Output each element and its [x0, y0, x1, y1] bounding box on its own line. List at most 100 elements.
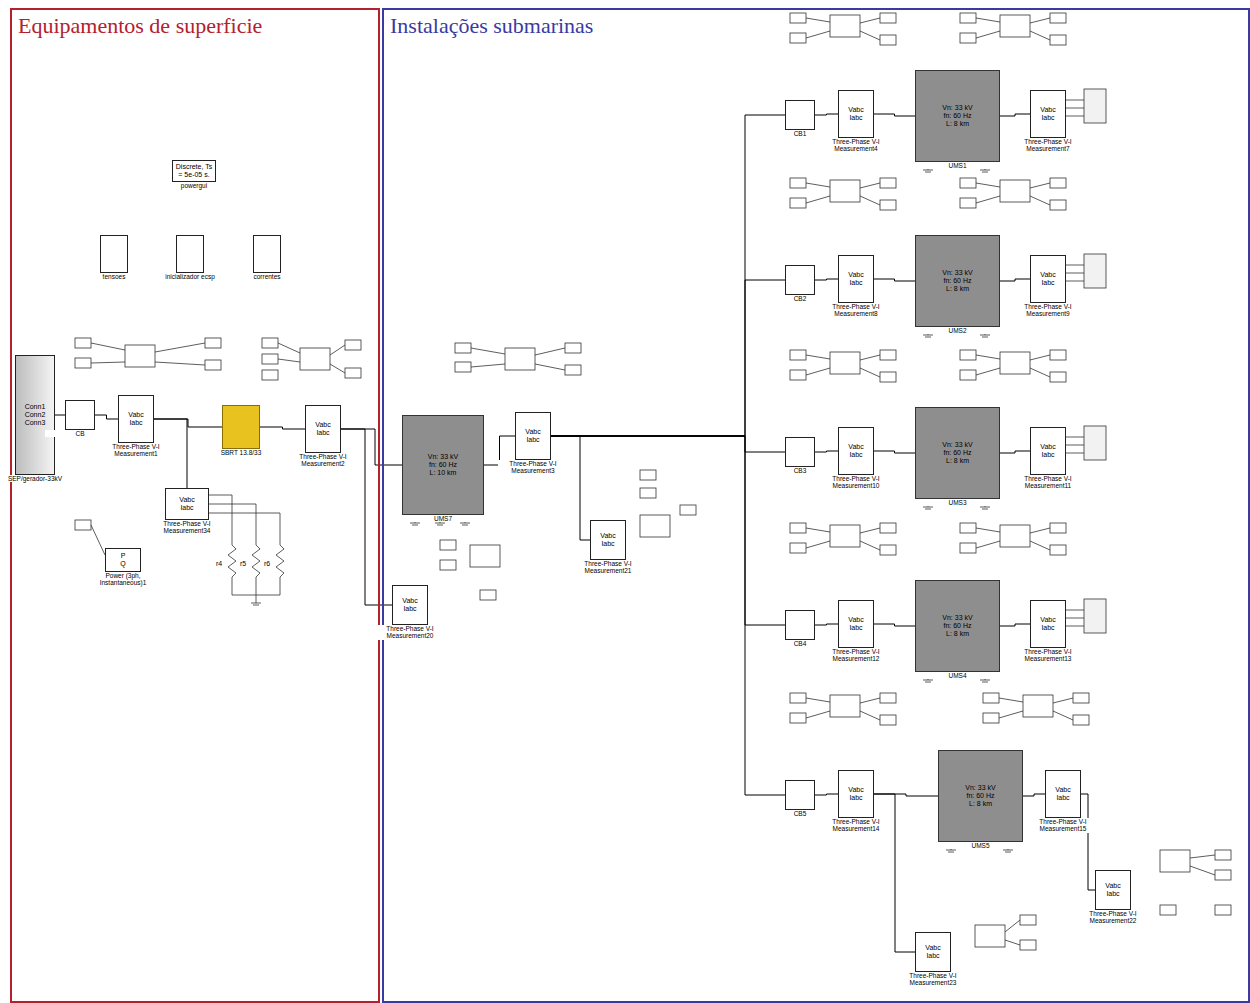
goto-tag: [1160, 905, 1176, 915]
simulink-block: CB2: [785, 265, 815, 295]
block-name: Three-Phase V-I Measurement14: [821, 818, 891, 833]
ground-symbol: [948, 852, 954, 853]
goto-tag: [1020, 940, 1036, 950]
block-name: Three-Phase V-I Measurement3: [498, 460, 568, 475]
ground-symbol: [412, 525, 418, 526]
goto-tag: [790, 543, 806, 553]
port-label: Iabc: [918, 952, 948, 960]
goto-tag: [983, 693, 999, 703]
port-label: Vabc: [395, 597, 425, 605]
signal-line: [976, 528, 1000, 532]
ground-symbol: [1005, 852, 1011, 853]
power-block: [830, 352, 860, 374]
goto-tag: [960, 198, 976, 208]
ground-symbol: [980, 680, 990, 681]
resistor-symbol: [228, 545, 236, 577]
output-port-block: [1084, 254, 1106, 288]
signal-line: [860, 18, 880, 23]
simulink-block: correntes: [253, 235, 281, 273]
port-label: Vabc: [841, 443, 871, 451]
signal-line: [1066, 453, 1084, 454]
power-block: [830, 180, 860, 202]
output-port-block: [1084, 426, 1106, 460]
component-label: r6: [264, 560, 270, 568]
block-name: Three-Phase V-I Measurement21: [573, 560, 643, 575]
port-label: Vn: 33 kV: [918, 441, 997, 449]
signal-line: [806, 196, 830, 203]
goto-tag: [790, 523, 806, 533]
goto-tag: [1050, 200, 1066, 210]
signal-line: [860, 528, 880, 533]
transformer-block: SBRT 13.8/33: [222, 405, 260, 449]
goto-tag: [790, 178, 806, 188]
power-line: [874, 624, 915, 626]
simulink-block: VabcIabcThree-Phase V-I Measurement15: [1045, 770, 1081, 818]
goto-tag: [1050, 178, 1066, 188]
goto-tag: [880, 350, 896, 360]
simulink-block: tensoes: [100, 235, 128, 273]
goto-tag: [205, 360, 221, 370]
port-label: Vn: 33 kV: [918, 614, 997, 622]
goto-tag: [1073, 715, 1089, 725]
power-block: [640, 515, 670, 537]
power-block: [125, 345, 155, 367]
block-content: VabcIabc: [839, 442, 873, 460]
power-block: [830, 525, 860, 547]
power-line: [815, 624, 838, 625]
simulink-block: VabcIabcThree-Phase V-I Measurement12: [838, 600, 874, 648]
power-line: [551, 115, 785, 436]
port-label: Conn1: [18, 403, 52, 411]
port-label: L: 8 km: [918, 457, 997, 465]
block-name: CB: [45, 430, 115, 437]
signal-line: [860, 541, 880, 550]
power-block: [1023, 695, 1053, 717]
block-name: UMS3: [923, 499, 993, 506]
port-label: Iabc: [841, 114, 871, 122]
block-content: [223, 426, 259, 428]
port-label: Vabc: [1033, 106, 1063, 114]
component-label: r5: [240, 560, 246, 568]
block-content: Vn: 33 kVfn: 60 HzL: 8 km: [916, 103, 999, 129]
signal-line: [860, 31, 880, 40]
goto-tag: [790, 13, 806, 23]
power-line: [1023, 794, 1045, 796]
block-name: Three-Phase V-I Measurement4: [821, 138, 891, 153]
goto-tag: [455, 362, 471, 372]
signal-line: [860, 711, 880, 720]
power-line: [551, 436, 785, 452]
signal-line: [1066, 626, 1084, 627]
signal-line: [278, 343, 300, 353]
goto-tag: [960, 523, 976, 533]
power-block: [1000, 15, 1030, 37]
block-content: [177, 253, 203, 255]
ground-symbol: [980, 170, 990, 171]
power-line: [1000, 451, 1030, 453]
block-name: Three-Phase V-I Measurement8: [821, 303, 891, 318]
goto-tag: [345, 368, 361, 378]
power-line: [874, 451, 915, 453]
signal-line: [1053, 711, 1073, 720]
ground-symbol: [925, 509, 931, 510]
region-title: Instalações submarinas: [390, 14, 593, 38]
goto-tag: [880, 178, 896, 188]
port-label: Iabc: [841, 794, 871, 802]
power-line: [551, 436, 785, 625]
block-content: [786, 279, 814, 281]
port-label: fn: 60 Hz: [918, 112, 997, 120]
goto-tag: [1215, 870, 1231, 880]
goto-tag: [880, 693, 896, 703]
port-label: Q: [108, 560, 138, 568]
signal-line: [471, 364, 505, 367]
block-name: Power (3ph, Instantaneous)1: [88, 572, 158, 587]
signal-line: [1030, 541, 1050, 550]
signal-line: [535, 364, 565, 370]
goto-tag: [960, 178, 976, 188]
resistor-wire: [232, 577, 233, 595]
goto-tag: [640, 488, 656, 498]
signal-line: [976, 183, 1000, 187]
block-name: tensoes: [79, 273, 149, 280]
port-label: Discrete, Ts = 5e-05 s.: [175, 163, 213, 179]
power-line: [1000, 114, 1030, 116]
block-name: Three-Phase V-I Measurement15: [1028, 818, 1098, 833]
signal-line: [860, 698, 880, 703]
